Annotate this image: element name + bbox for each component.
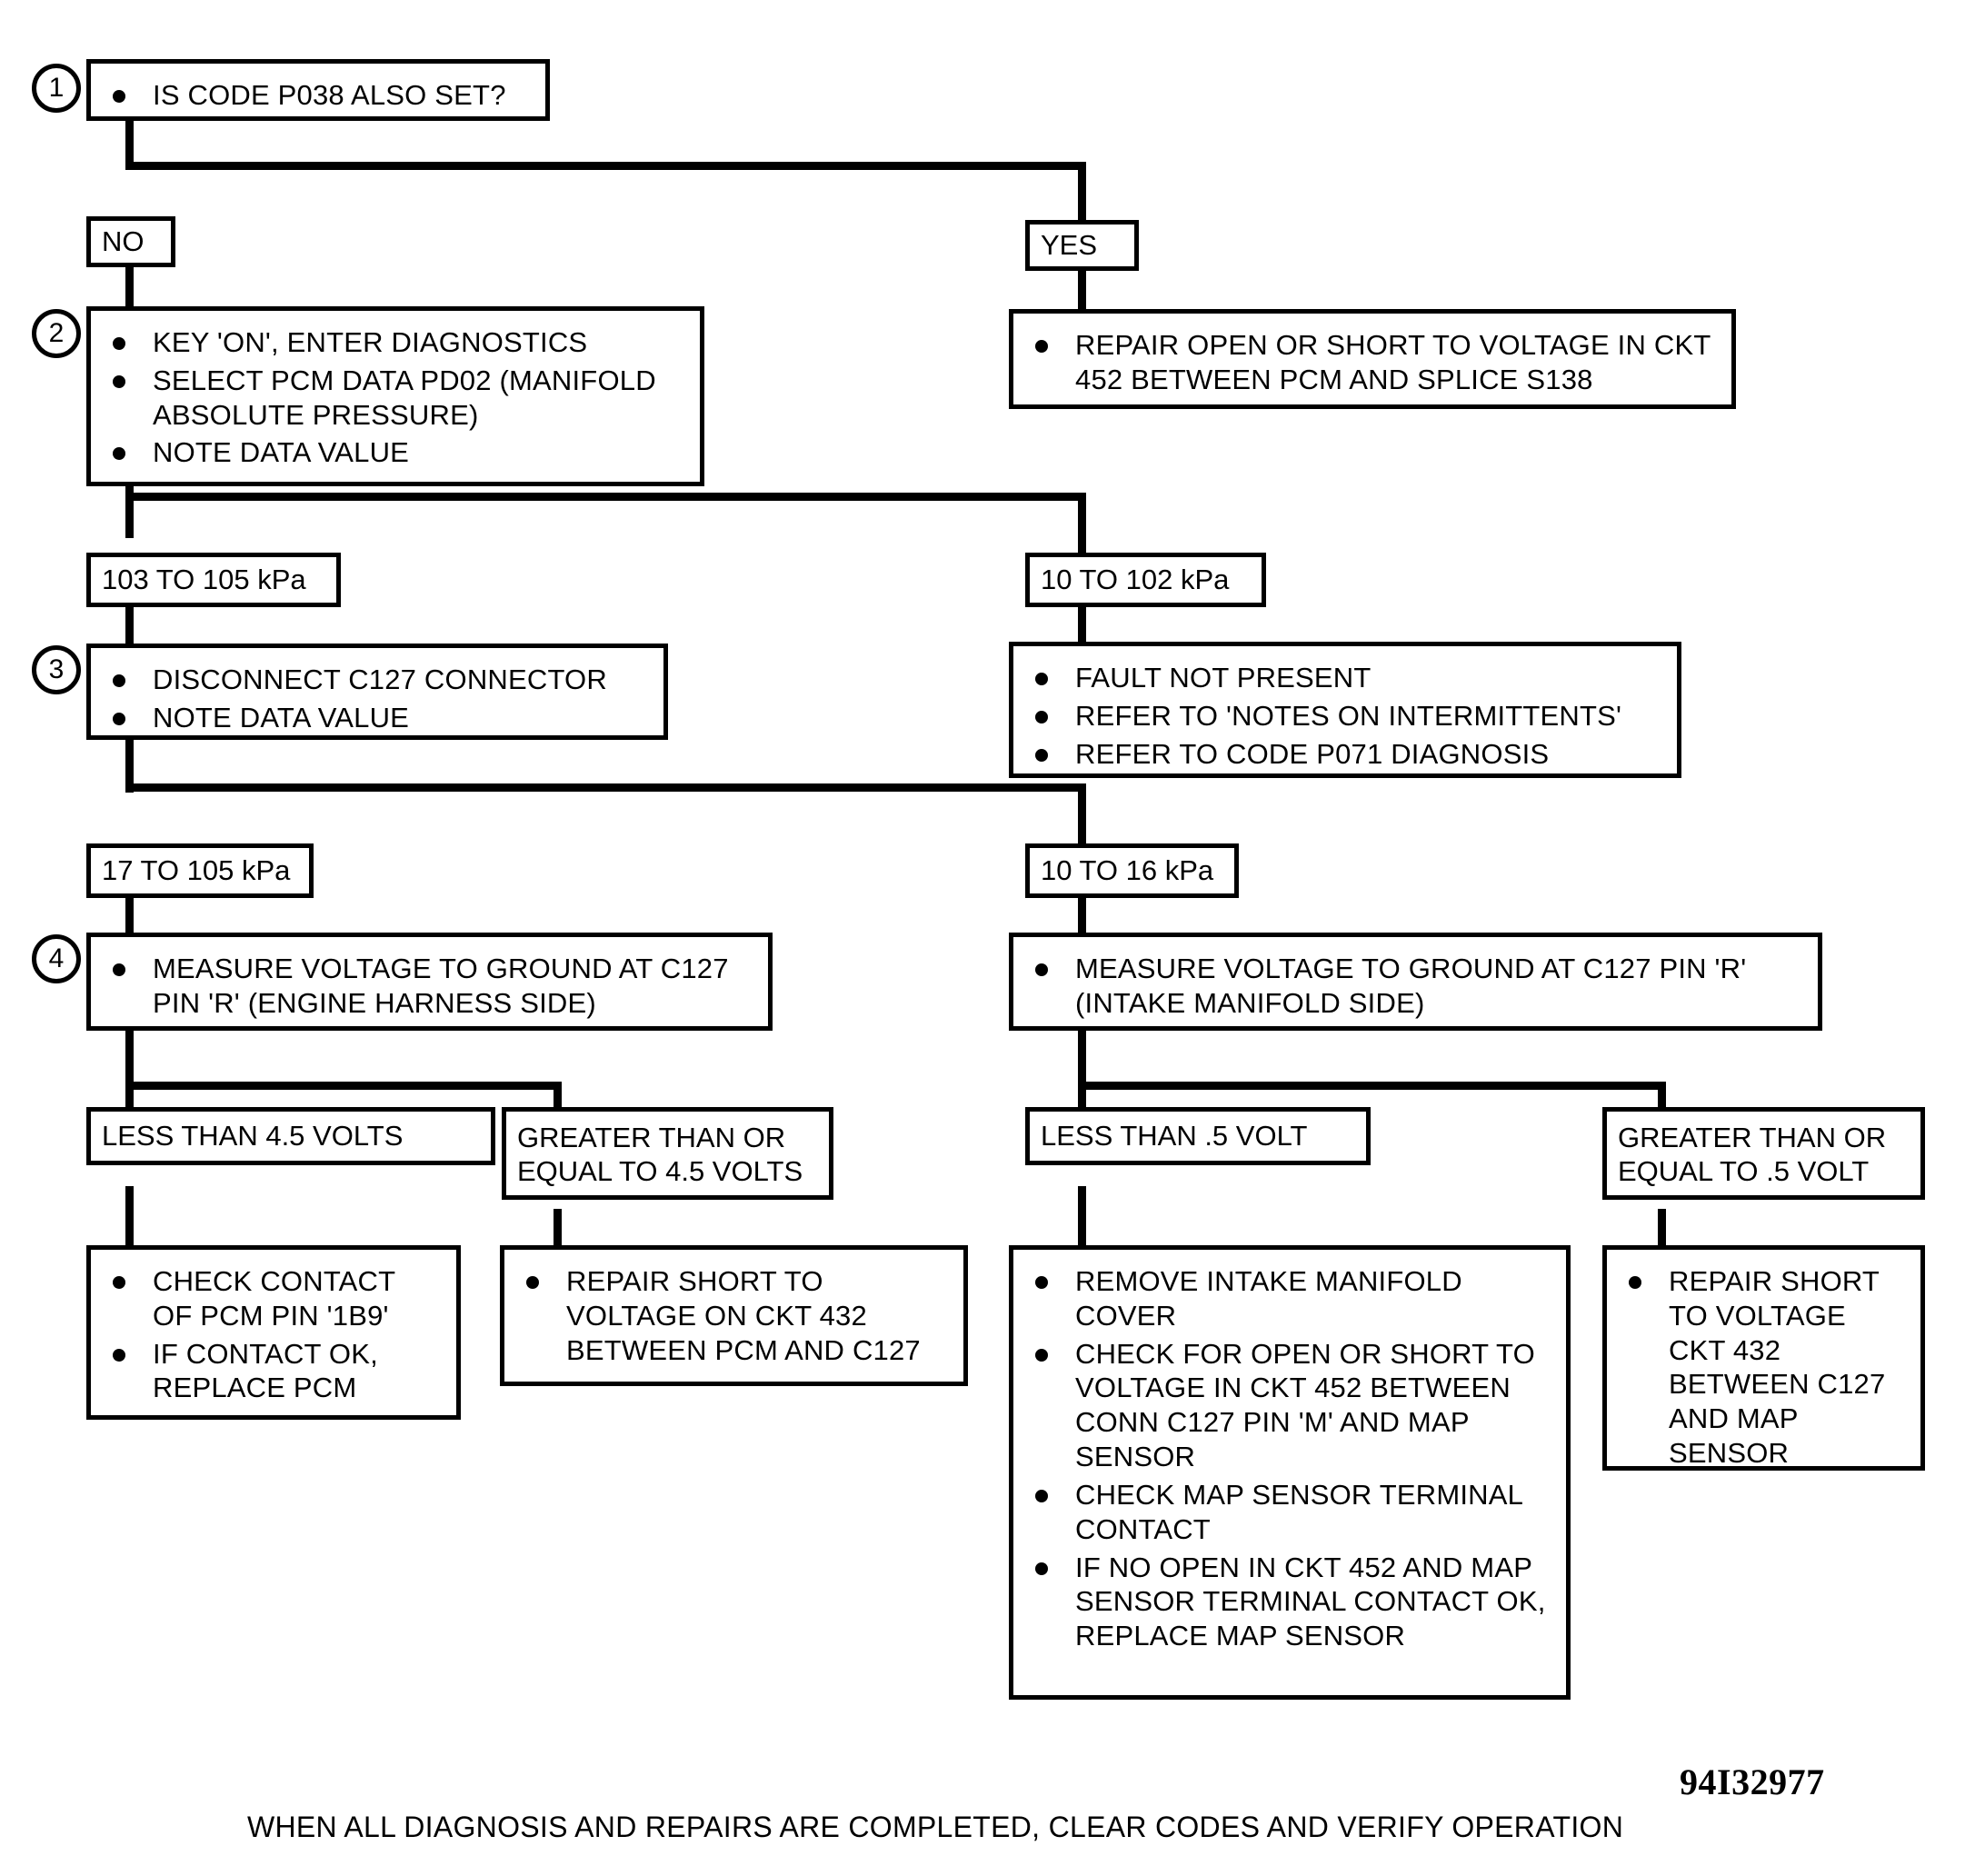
label-ge-point5-volt-line2: EQUAL TO .5 VOLT — [1618, 1155, 1870, 1188]
node-step4-right: MEASURE VOLTAGE TO GROUND AT C127 PIN 'R… — [1009, 933, 1822, 1031]
label-ge-4-5-volts-line1: GREATER THAN OR — [517, 1122, 786, 1153]
node-yes-result: REPAIR OPEN OR SHORT TO VOLTAGE IN CKT 4… — [1009, 309, 1736, 409]
label-kpa-10-16-text: 10 TO 16 kPa — [1041, 854, 1214, 887]
connector-no-to-step2 — [125, 258, 134, 309]
label-kpa-10-16: 10 TO 16 kPa — [1025, 843, 1239, 898]
node-step4-left: MEASURE VOLTAGE TO GROUND AT C127 PIN 'R… — [86, 933, 773, 1031]
node-fault-not-present: FAULT NOT PRESENT REFER TO 'NOTES ON INT… — [1009, 642, 1681, 778]
connector-step4right-down — [1078, 1025, 1086, 1107]
connector-split-4right — [1078, 1082, 1666, 1090]
step-number-3: 3 — [32, 645, 81, 694]
connector-split-1 — [125, 162, 1085, 170]
connector-step1-down — [125, 116, 134, 169]
footer-note: WHEN ALL DIAGNOSIS AND REPAIRS ARE COMPL… — [247, 1811, 1624, 1843]
node-result-intake-manifold-bullet-3: IF NO OPEN IN CKT 452 AND MAP SENSOR TER… — [1022, 1551, 1551, 1653]
node-yes-result-bullet-0: REPAIR OPEN OR SHORT TO VOLTAGE IN CKT 4… — [1022, 328, 1717, 397]
label-branch-yes-text: YES — [1041, 229, 1098, 262]
node-step1-bullet-0: IS CODE P038 ALSO SET? — [100, 78, 531, 113]
node-step4-right-bullet-0: MEASURE VOLTAGE TO GROUND AT C127 PIN 'R… — [1022, 952, 1803, 1021]
node-step3: DISCONNECT C127 CONNECTOR NOTE DATA VALU… — [86, 644, 668, 740]
node-result-intake-manifold-bullet-2: CHECK MAP SENSOR TERMINAL CONTACT — [1022, 1478, 1551, 1547]
connector-split-2 — [125, 493, 1085, 501]
connector-yes-to-result — [1078, 264, 1086, 311]
label-less-than-point5-volt: LESS THAN .5 VOLT — [1025, 1107, 1371, 1165]
node-result-repair-432-map-bullet-0: REPAIR SHORT TO VOLTAGE CKT 432 BETWEEN … — [1616, 1264, 1906, 1471]
label-branch-no: NO — [86, 216, 175, 267]
node-result-check-pcm-bullet-0: CHECK CONTACT OF PCM PIN '1B9' — [100, 1264, 442, 1333]
connector-yes-down — [1078, 162, 1086, 229]
label-ge-point5-volt: GREATER THAN OR EQUAL TO .5 VOLT — [1602, 1107, 1925, 1200]
label-kpa-103-105-text: 103 TO 105 kPa — [102, 564, 306, 596]
node-step2-bullet-0: KEY 'ON', ENTER DIAGNOSTICS — [100, 325, 685, 360]
connector-lesspoint5-to-result — [1078, 1186, 1086, 1246]
label-kpa-10-102-text: 10 TO 102 kPa — [1041, 564, 1230, 596]
node-step2-bullet-2: NOTE DATA VALUE — [100, 435, 685, 470]
connector-ge45-to-result — [554, 1209, 562, 1247]
connector-ge45-down — [554, 1082, 562, 1127]
node-result-repair-432-map: REPAIR SHORT TO VOLTAGE CKT 432 BETWEEN … — [1602, 1245, 1925, 1471]
step-number-1-label: 1 — [48, 73, 65, 103]
node-step1: IS CODE P038 ALSO SET? — [86, 59, 550, 121]
label-ge-4-5-volts-line2: EQUAL TO 4.5 VOLTS — [517, 1155, 803, 1188]
label-kpa-103-105: 103 TO 105 kPa — [86, 553, 341, 607]
label-less-than-point5-volt-text: LESS THAN .5 VOLT — [1041, 1120, 1308, 1153]
label-less-than-4-5-volts-text: LESS THAN 4.5 VOLTS — [102, 1120, 404, 1153]
connector-split-3 — [125, 783, 1085, 792]
step-number-3-label: 3 — [48, 654, 65, 684]
connector-split-4left — [125, 1082, 562, 1090]
node-step2-bullet-1: SELECT PCM DATA PD02 (MANIFOLD ABSOLUTE … — [100, 364, 685, 433]
label-less-than-4-5-volts: LESS THAN 4.5 VOLTS — [86, 1107, 495, 1165]
label-kpa-17-105: 17 TO 105 kPa — [86, 843, 314, 898]
connector-step3-down — [125, 736, 134, 793]
figure-number: 94I32977 — [1680, 1761, 1825, 1802]
node-result-check-pcm: CHECK CONTACT OF PCM PIN '1B9' IF CONTAC… — [86, 1245, 461, 1420]
node-result-intake-manifold-bullet-1: CHECK FOR OPEN OR SHORT TO VOLTAGE IN CK… — [1022, 1337, 1551, 1474]
connector-kpa103105-to-step3 — [125, 591, 134, 644]
node-step2: KEY 'ON', ENTER DIAGNOSTICS SELECT PCM D… — [86, 306, 704, 486]
node-result-repair-432-pcm: REPAIR SHORT TO VOLTAGE ON CKT 432 BETWE… — [500, 1245, 968, 1386]
node-result-intake-manifold: REMOVE INTAKE MANIFOLD COVER CHECK FOR O… — [1009, 1245, 1571, 1700]
node-step3-bullet-1: NOTE DATA VALUE — [100, 701, 649, 735]
step-number-4-label: 4 — [48, 943, 65, 973]
connector-less45-to-result — [125, 1186, 134, 1246]
step-number-4: 4 — [32, 934, 81, 983]
connector-kpa1016-to-step4right — [1078, 882, 1086, 933]
node-result-repair-432-pcm-bullet-0: REPAIR SHORT TO VOLTAGE ON CKT 432 BETWE… — [514, 1264, 949, 1367]
node-fault-not-present-bullet-0: FAULT NOT PRESENT — [1022, 661, 1662, 695]
step-number-1: 1 — [32, 64, 81, 113]
label-ge-4-5-volts: GREATER THAN OR EQUAL TO 4.5 VOLTS — [502, 1107, 833, 1200]
node-step4-left-bullet-0: MEASURE VOLTAGE TO GROUND AT C127 PIN 'R… — [100, 952, 753, 1021]
connector-kpa17105-to-step4 — [125, 882, 134, 934]
step-number-2: 2 — [32, 309, 81, 358]
node-step3-bullet-0: DISCONNECT C127 CONNECTOR — [100, 663, 649, 697]
connector-gepoint5-to-result — [1658, 1209, 1666, 1247]
label-ge-point5-volt-line1: GREATER THAN OR — [1618, 1122, 1887, 1153]
label-branch-no-text: NO — [102, 225, 145, 258]
label-branch-yes: YES — [1025, 220, 1139, 271]
connector-kpa10102-down — [1078, 493, 1086, 553]
label-kpa-17-105-text: 17 TO 105 kPa — [102, 854, 291, 887]
connector-kpa1016-down — [1078, 783, 1086, 843]
connector-step4left-down — [125, 1025, 134, 1107]
connector-gepoint5-down — [1658, 1082, 1666, 1127]
label-kpa-10-102: 10 TO 102 kPa — [1025, 553, 1266, 607]
node-fault-not-present-bullet-2: REFER TO CODE P071 DIAGNOSIS — [1022, 737, 1662, 772]
connector-kpa10102-to-fault — [1078, 591, 1086, 642]
step-number-2-label: 2 — [48, 318, 65, 348]
node-result-intake-manifold-bullet-0: REMOVE INTAKE MANIFOLD COVER — [1022, 1264, 1551, 1333]
node-fault-not-present-bullet-1: REFER TO 'NOTES ON INTERMITTENTS' — [1022, 699, 1662, 733]
connector-step2-down — [125, 482, 134, 538]
node-result-check-pcm-bullet-1: IF CONTACT OK, REPLACE PCM — [100, 1337, 442, 1406]
